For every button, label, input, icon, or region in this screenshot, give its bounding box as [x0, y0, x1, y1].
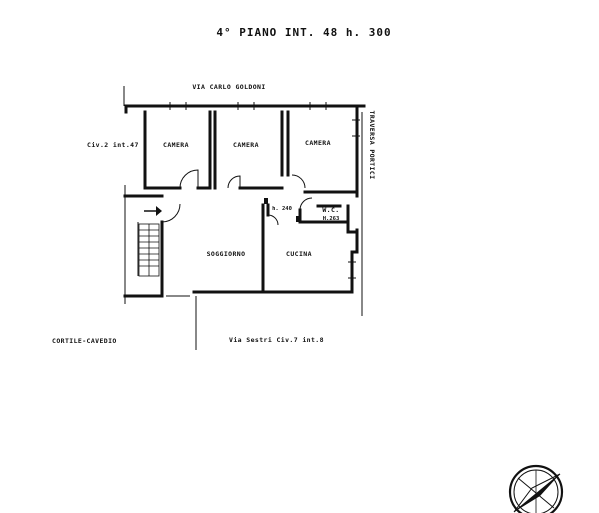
room-cucina: CUCINA — [286, 250, 312, 258]
context-lines — [123, 86, 363, 350]
plan-title: 4° PIANO INT. 48 h. 300 — [216, 26, 391, 39]
room-camera-2: CAMERA — [233, 141, 259, 149]
room-wc-height: H.263 — [323, 216, 340, 222]
window-marks — [169, 102, 360, 279]
walls — [123, 104, 366, 298]
room-camera-1: CAMERA — [163, 141, 189, 149]
courtyard-label: CORTILE-CAVEDIO — [52, 337, 117, 345]
hall-height: h. 240 — [272, 206, 292, 212]
compass-north-icon — [508, 464, 564, 513]
civ-left-label: Civ.2 int.47 — [87, 141, 139, 149]
room-camera-3: CAMERA — [305, 139, 331, 147]
street-right-label: TRAVERSA PORTICI — [368, 110, 376, 179]
fixtures — [264, 198, 300, 222]
street-bottom-label: Via Sestri Civ.7 int.8 — [229, 336, 324, 344]
room-soggiorno: SOGGIORNO — [207, 250, 246, 258]
street-top-label: VIA CARLO GOLDONI — [192, 83, 265, 91]
stair — [138, 223, 160, 277]
entrance-arrow-icon — [144, 206, 162, 216]
room-wc: W.C. — [322, 206, 339, 214]
door-swings — [161, 169, 313, 226]
